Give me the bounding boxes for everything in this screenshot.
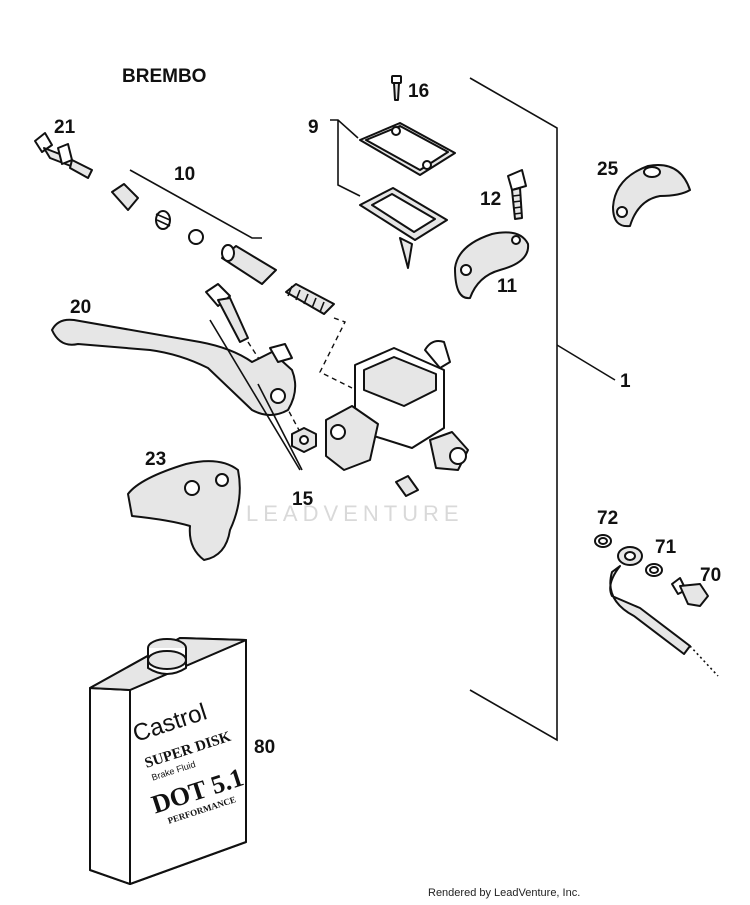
leader-1 (556, 344, 616, 381)
callout-72[interactable]: 72 (597, 508, 618, 529)
callout-10[interactable]: 10 (174, 164, 195, 185)
callout-1[interactable]: 1 (620, 371, 631, 392)
part-23-guard[interactable] (127, 460, 241, 561)
part-21-adjuster[interactable] (34, 132, 93, 179)
callout-80[interactable]: 80 (254, 737, 275, 758)
callout-71[interactable]: 71 (655, 537, 677, 558)
footer-credit: Rendered by LeadVenture, Inc. (428, 887, 581, 899)
brake-hose[interactable] (609, 546, 719, 677)
callout-11[interactable]: 11 (497, 276, 518, 297)
part-20-lever[interactable] (51, 318, 297, 416)
callout-70[interactable]: 70 (700, 565, 721, 586)
part-15-nut[interactable] (291, 427, 317, 453)
assembly-bracket (469, 77, 558, 742)
leader-15 (209, 319, 303, 471)
callout-21[interactable]: 21 (54, 117, 76, 138)
pivot-bolt[interactable] (205, 283, 249, 343)
master-cylinder-body[interactable] (325, 340, 469, 471)
callout-23[interactable]: 23 (145, 449, 166, 470)
callout-20[interactable]: 20 (70, 297, 91, 318)
part-80-brake-fluid-can[interactable] (89, 637, 247, 885)
callout-9[interactable]: 9 (308, 117, 319, 138)
assembly-line-a (319, 317, 353, 389)
part-72-washer[interactable] (594, 534, 612, 548)
bleed-screw[interactable] (395, 475, 419, 497)
part-9-reservoir-cover[interactable] (330, 119, 456, 269)
part-11-clamp[interactable] (454, 231, 530, 300)
part-12-bolt[interactable] (507, 169, 527, 220)
part-71-washer[interactable] (645, 563, 663, 577)
callout-15[interactable]: 15 (292, 489, 314, 510)
callout-12[interactable]: 12 (480, 189, 501, 210)
part-25-clamp[interactable] (612, 164, 691, 228)
part-16-screw[interactable] (391, 75, 402, 101)
watermark: LEADVENTURE (246, 501, 464, 526)
spring (285, 283, 335, 315)
diagram-title: BREMBO (122, 66, 206, 87)
callout-25[interactable]: 25 (597, 159, 619, 180)
part-10-piston-kit[interactable] (111, 169, 277, 285)
callout-16[interactable]: 16 (408, 81, 429, 102)
part-70-banjo-bolt[interactable] (671, 577, 709, 607)
